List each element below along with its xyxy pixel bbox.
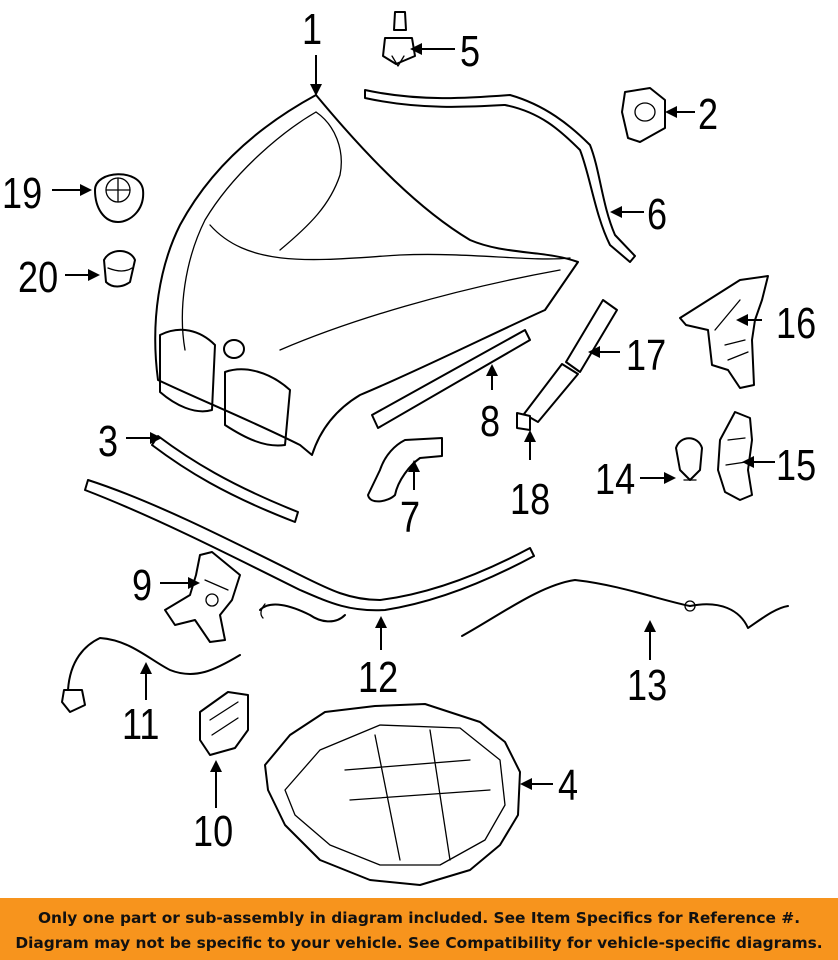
hood-clip-part <box>382 11 416 67</box>
hood-hinge-part <box>679 275 769 389</box>
side-seal-strip-part <box>371 329 531 429</box>
disclaimer-banner: Only one part or sub-assembly in diagram… <box>0 898 838 960</box>
callout-20: 20 <box>18 253 59 302</box>
hood-latch-part <box>164 551 241 643</box>
callout-9: 9 <box>132 561 153 610</box>
bumper-bracket-part <box>621 87 666 143</box>
callout-7: 7 <box>400 493 421 542</box>
latch-release-cable-part <box>61 637 241 713</box>
lift-support-part <box>516 299 618 431</box>
callout-5: 5 <box>460 27 481 76</box>
bumper-stop-part <box>675 437 703 481</box>
callout-10: 10 <box>193 807 234 856</box>
parts-diagram: 1 2 3 4 5 6 7 8 9 10 11 12 13 14 15 16 1… <box>2 5 817 886</box>
latch-cable-part <box>367 437 443 503</box>
callout-6: 6 <box>647 190 668 239</box>
grommet-part <box>103 250 136 288</box>
secondary-cable-part <box>461 579 789 637</box>
hood-panel-part <box>154 94 579 456</box>
release-cable-part <box>84 479 535 623</box>
callout-17: 17 <box>626 331 667 380</box>
callout-18: 18 <box>510 475 551 524</box>
callout-1: 1 <box>302 5 323 54</box>
callout-13: 13 <box>627 661 668 710</box>
callout-11: 11 <box>122 700 160 749</box>
disclaimer-line-2: Diagram may not be specific to your vehi… <box>15 934 823 952</box>
hinge-bracket-part <box>717 411 753 501</box>
callout-19: 19 <box>2 169 43 218</box>
callout-3: 3 <box>98 417 119 466</box>
callout-12: 12 <box>358 653 399 702</box>
callout-16: 16 <box>776 299 817 348</box>
callout-2: 2 <box>698 90 719 139</box>
callout-8: 8 <box>480 397 501 446</box>
callout-4: 4 <box>558 761 579 810</box>
emblem-part <box>94 173 145 223</box>
callout-14: 14 <box>595 455 636 504</box>
callout-15: 15 <box>776 441 817 490</box>
front-seal-part <box>151 435 299 523</box>
release-handle-part <box>199 691 249 756</box>
disclaimer-line-1: Only one part or sub-assembly in diagram… <box>37 909 801 927</box>
hood-seal-rear-part <box>364 89 636 263</box>
hood-insulation-part <box>264 703 521 886</box>
leader-arrows <box>52 43 775 808</box>
